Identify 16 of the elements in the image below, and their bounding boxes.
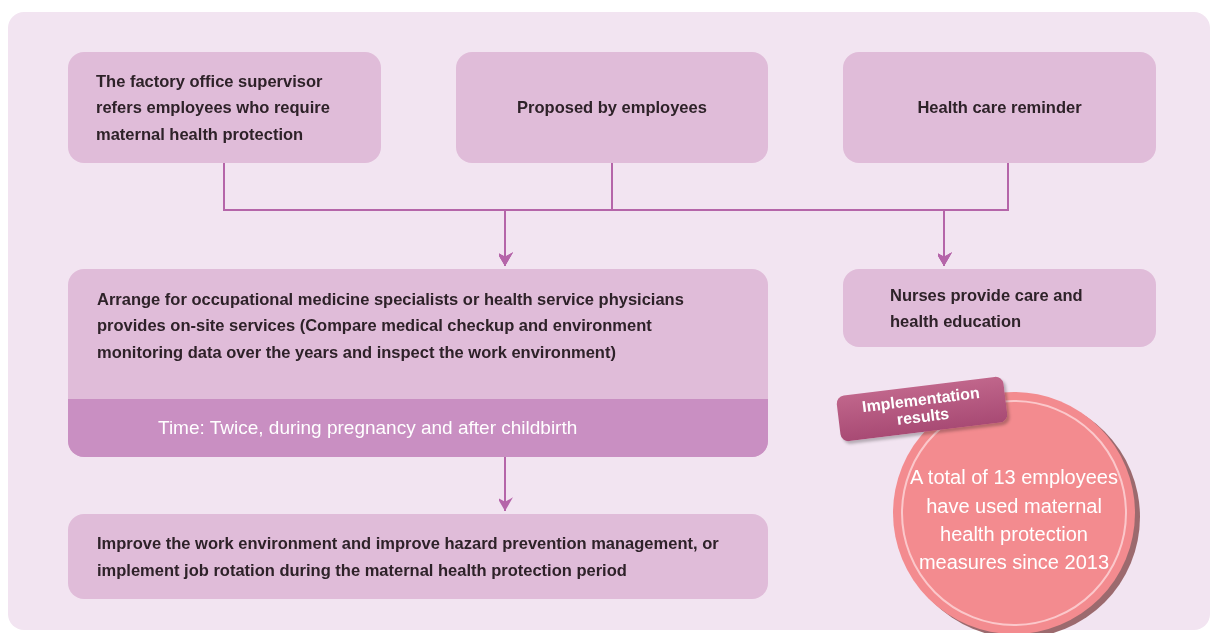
box-text: Arrange for occupational medicine specialists or health service physicians provides on-site services (Compare medical checkup and environment monitoring data over the years and inspect the work environment) [96,289,685,363]
box-text: Health care reminder [917,97,1082,119]
process-box [68,514,768,599]
process-box [68,269,768,457]
result-text: A total of 13 employees have used maternal health protection measures since 2013 [909,465,1119,576]
box-text: Proposed by employees [517,97,707,119]
box-text: The factory office supervisor refers employees who require maternal health protection [95,70,331,145]
process-box [456,52,768,163]
process-box [68,52,381,163]
box-text: Nurses provide care and health education [889,284,1084,332]
connector-arrow [497,456,513,512]
connector-arrow [936,162,1009,267]
process-box [843,269,1156,347]
box-text: Improve the work environment and improve hazard prevention management, or implement job rotation during the maternal health protection period [96,533,720,581]
process-box [843,52,1156,163]
time-band: Time: Twice, during pregnancy and after childbirth [68,399,768,457]
